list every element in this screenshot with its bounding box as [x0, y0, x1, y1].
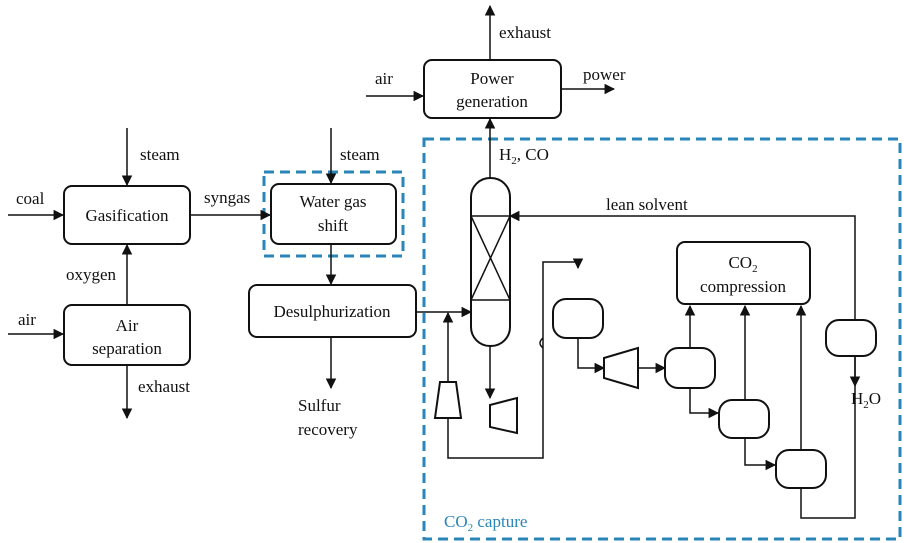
oxygen-label: oxygen [66, 265, 117, 284]
sulfur-label-1: Sulfur [298, 396, 341, 415]
solvent-pump [433, 381, 463, 419]
power-label: power [583, 65, 626, 84]
coal-label: coal [16, 189, 45, 208]
water-gas-shift-label-1: Water gas [299, 192, 366, 211]
lean-solvent-label: lean solvent [606, 195, 688, 214]
power-generation-label-2: generation [456, 92, 528, 111]
water-gas-shift-label-2: shift [318, 216, 349, 235]
co2-capture-boundary [422, 137, 902, 541]
drum3-to-drum4-line [744, 438, 777, 471]
steam-shift-label: steam [340, 145, 380, 164]
gasification-label: Gasification [85, 206, 169, 225]
co2-compression-label-2: compression [700, 277, 786, 296]
absorber-packing-diag-2 [470, 215, 511, 301]
air-separation-label-1: Air [116, 316, 139, 335]
h2co-label: H2, CO [499, 145, 549, 167]
co2-capture-label: CO2 capture [444, 512, 527, 534]
desulphurization-label: Desulphurization [273, 302, 391, 321]
flash-drum-1 [552, 298, 604, 339]
air-separation-label-2: separation [92, 339, 162, 358]
drum4-bottom-line [800, 356, 856, 519]
h2o-label: H2O [851, 389, 881, 411]
flash-drum-4 [775, 449, 827, 489]
line-crossing-hop [539, 337, 544, 349]
exhaust-power-label: exhaust [499, 23, 551, 42]
syngas-label: syngas [204, 188, 250, 207]
flash-drum-2 [664, 347, 716, 389]
co2-compressor [603, 346, 639, 390]
absorber-column [470, 177, 511, 347]
steam-gasifier-label: steam [140, 145, 180, 164]
drum1-to-compressor-line [577, 338, 606, 374]
pump-loop-line [447, 258, 584, 459]
exhaust-asu-label: exhaust [138, 377, 190, 396]
co2-compression-block [676, 241, 811, 305]
water-separator [825, 319, 877, 357]
air-power-label: air [375, 69, 393, 88]
drum2-to-drum3-line [689, 388, 720, 419]
flash-drum-3 [718, 399, 770, 439]
power-generation-label-1: Power [470, 69, 514, 88]
lean-solvent-line [508, 210, 856, 320]
expansion-turbine [489, 396, 518, 435]
air-left-label: air [18, 310, 36, 329]
sulfur-label-2: recovery [298, 420, 358, 439]
co2-compression-label-1: CO2 [728, 253, 757, 275]
